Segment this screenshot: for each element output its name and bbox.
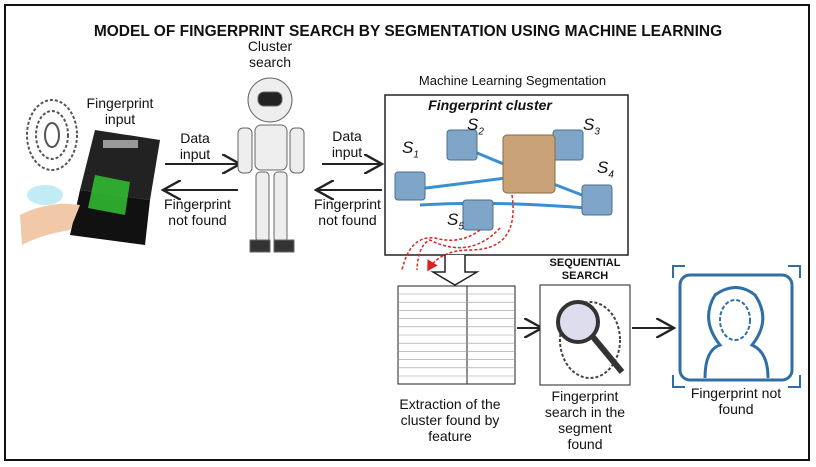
data-input-label-2: Data input: [331, 128, 363, 160]
fingerprint-cluster-label: Fingerprint cluster: [428, 97, 552, 113]
final-not-found-label: Fingerprint not found: [690, 385, 782, 417]
data-input-label-1: Data input: [179, 130, 211, 162]
diagram-title: MODEL OF FINGERPRINT SEARCH BY SEGMENTAT…: [93, 23, 723, 40]
cluster-label-s1: S1: [402, 138, 419, 161]
segment-search-label: Fingerprint search in the segment found: [544, 388, 626, 452]
sequential-search-label: SEQUENTIAL SEARCH: [549, 257, 621, 282]
fingerprint-scanner: [20, 130, 160, 245]
extraction-label: Extraction of the cluster found by featu…: [399, 396, 501, 444]
cluster-label-s3: S3: [583, 115, 600, 138]
outer-border: [4, 4, 810, 461]
cluster-table-image: [397, 285, 516, 385]
cluster-label-s5: S5: [447, 210, 464, 233]
not-found-label-2: Fingerprint not found: [314, 196, 381, 228]
magnifier-fingerprint-image: [539, 284, 631, 386]
not-found-label-1: Fingerprint not found: [164, 196, 231, 228]
down-arrow: [430, 255, 480, 286]
robot-image: [237, 77, 305, 253]
fingerprint-input-label: Fingerprint input: [86, 95, 154, 127]
ml-segmentation-label: Machine Learning Segmentation: [418, 73, 607, 88]
cluster-label-s2: S2: [467, 115, 484, 138]
cluster-search-label: Cluster search: [247, 38, 293, 70]
fingerprint-profile-icon: [672, 265, 801, 388]
fingerprint-image: [26, 99, 78, 171]
red-dashed-arrows: [401, 194, 514, 270]
database-icons: [394, 129, 613, 231]
cluster-label-s4: S4: [597, 158, 614, 181]
